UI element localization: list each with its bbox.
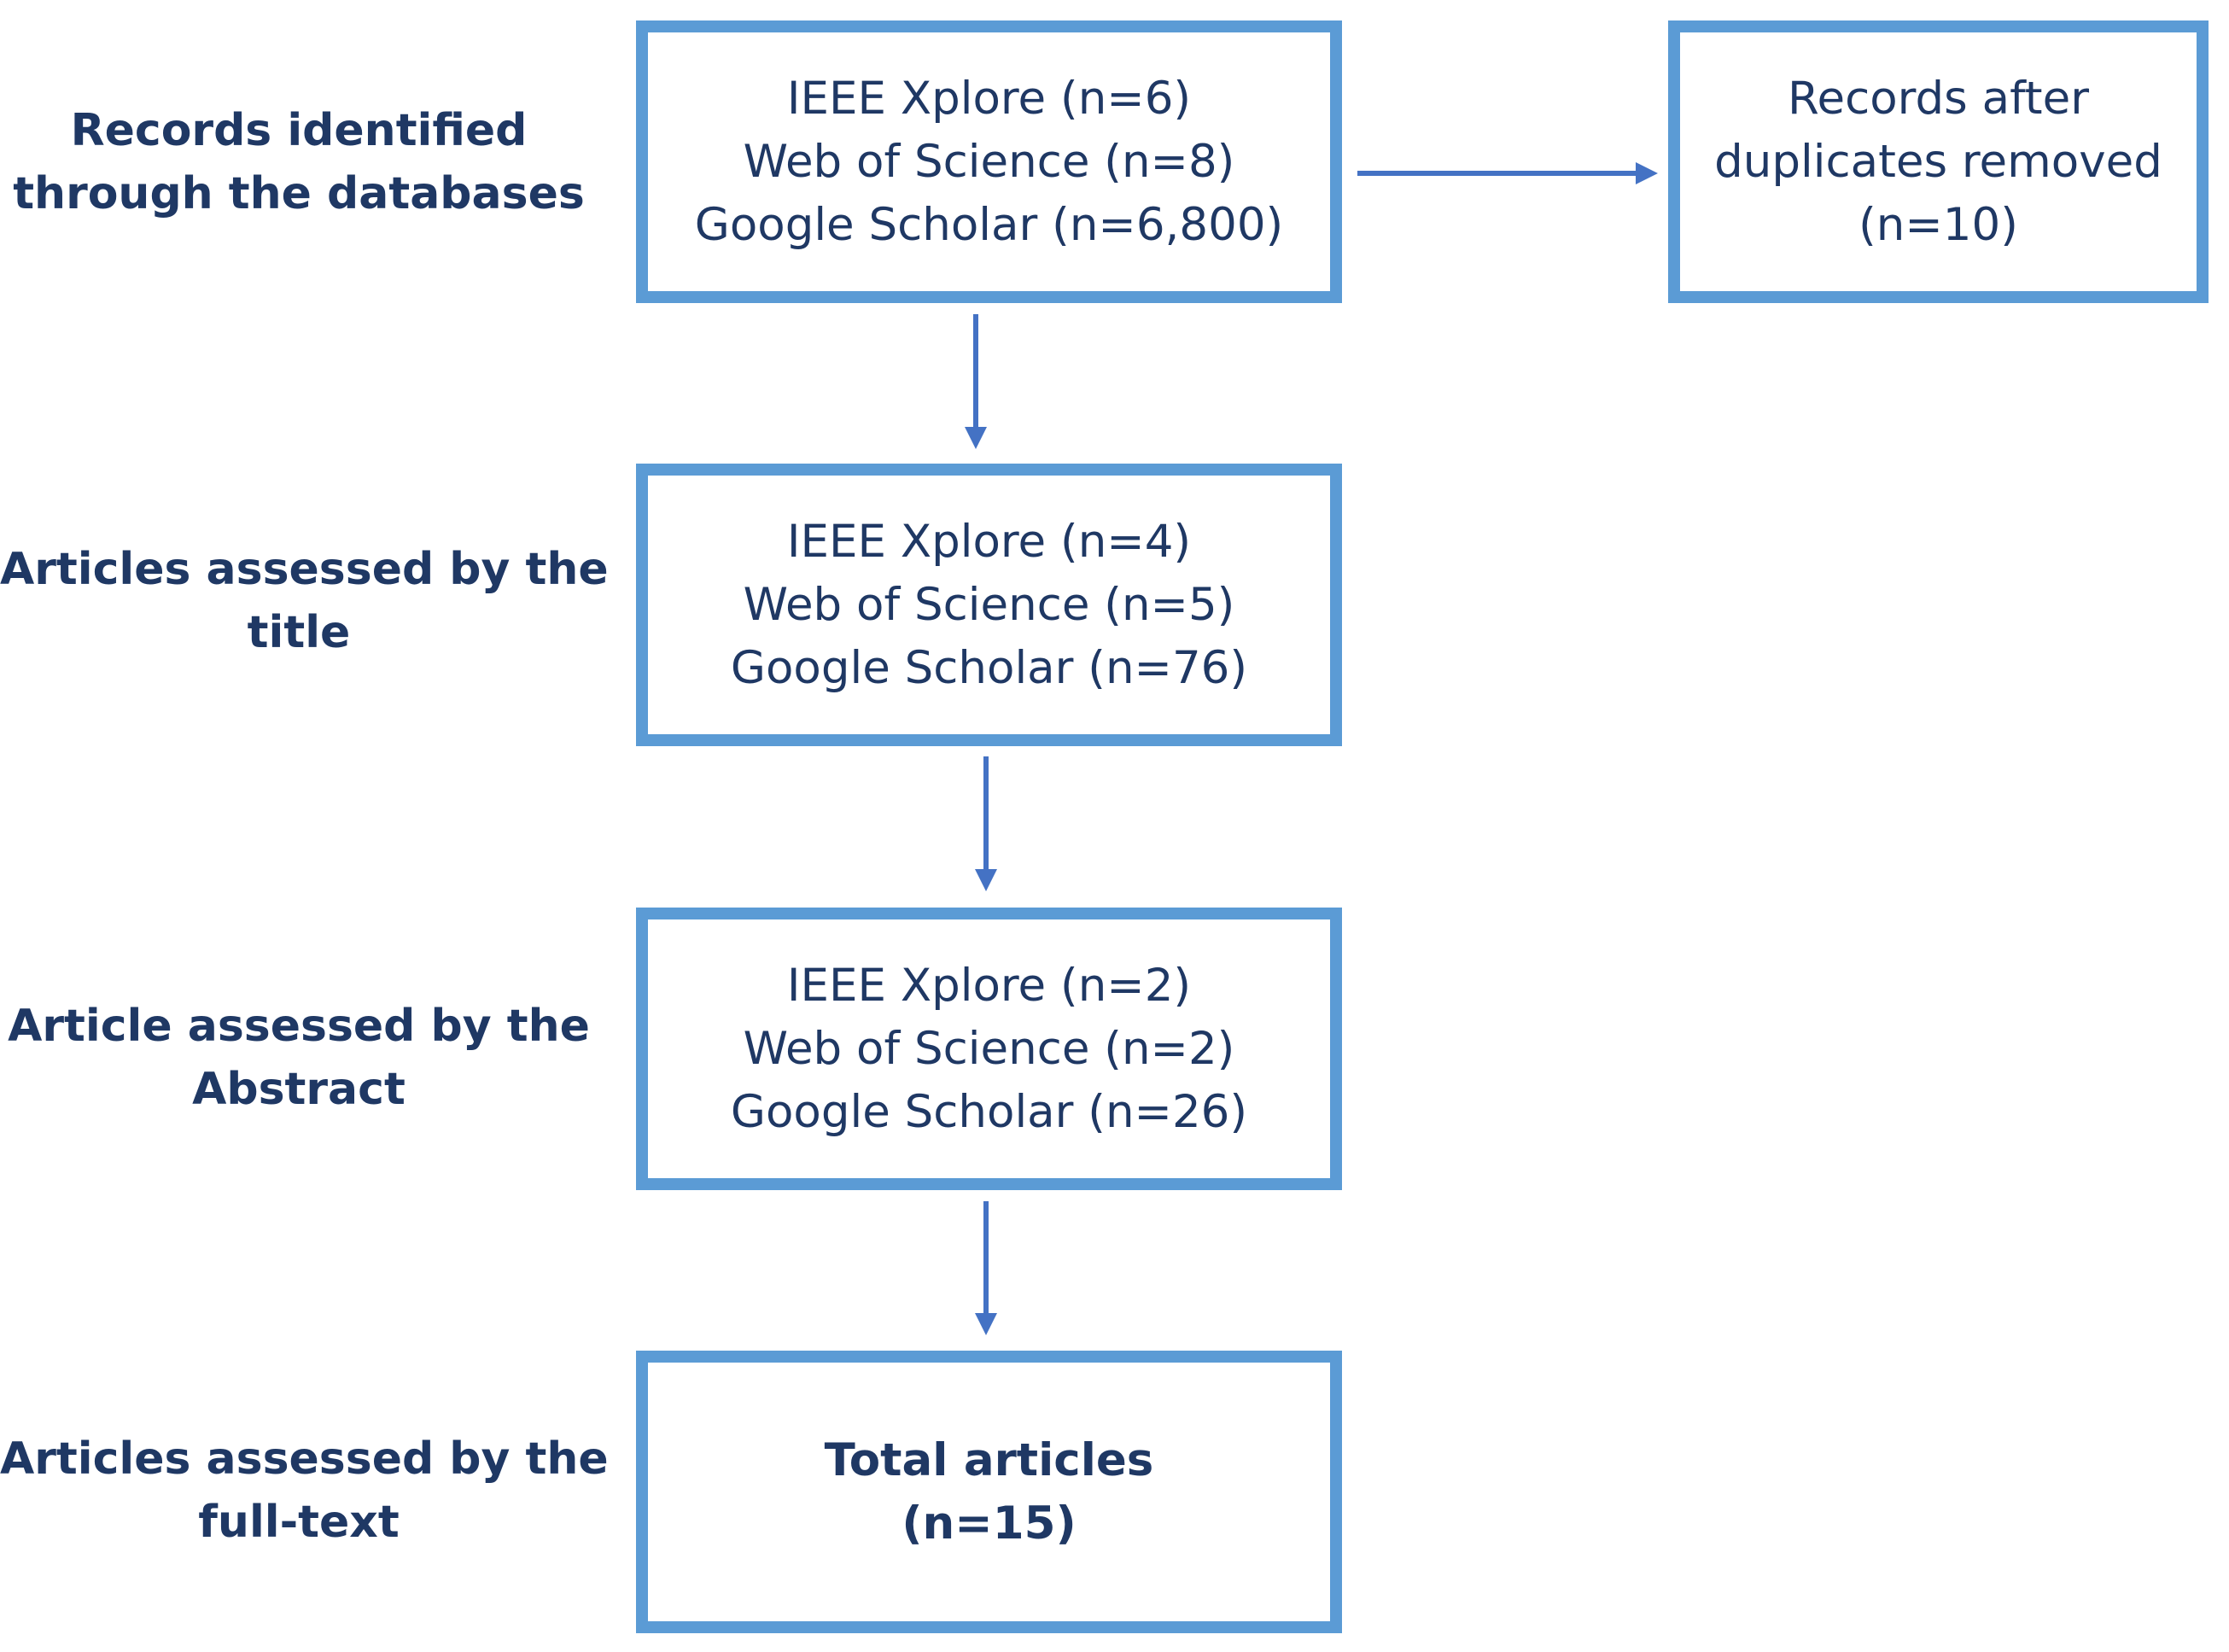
stage-label-line: full-text bbox=[198, 1497, 400, 1548]
arrow-down-2 bbox=[975, 756, 997, 891]
box-line: Total articles bbox=[824, 1433, 1154, 1486]
arrow-right bbox=[1357, 162, 1658, 184]
box-line: Web of Science (n=2) bbox=[743, 1022, 1235, 1075]
box-line: IEEE Xplore (n=2) bbox=[786, 959, 1192, 1012]
box-line: IEEE Xplore (n=4) bbox=[786, 515, 1192, 568]
box-total: Total articles (n=15) bbox=[636, 1351, 1342, 1633]
box-abstract: IEEE Xplore (n=2) Web of Science (n=2) G… bbox=[636, 908, 1342, 1190]
stage-label-line: through the databases bbox=[13, 168, 585, 219]
stage-label-abstract: Article assessed by the Abstract bbox=[0, 995, 598, 1121]
stage-label-line: Articles assessed by the bbox=[0, 1433, 609, 1485]
stage-label-line: Records identified bbox=[70, 105, 528, 156]
stage-label-fulltext: Articles assessed by the full-text bbox=[0, 1427, 609, 1554]
box-line: duplicates removed bbox=[1714, 135, 2162, 188]
box-line: Records after bbox=[1788, 72, 2089, 125]
box-line: Google Scholar (n=6,800) bbox=[694, 198, 1284, 251]
box-identified: IEEE Xplore (n=6) Web of Science (n=8) G… bbox=[636, 20, 1342, 303]
stage-label-line: Article assessed by the bbox=[8, 1001, 590, 1052]
box-line: Google Scholar (n=76) bbox=[730, 641, 1248, 694]
box-line: Web of Science (n=8) bbox=[743, 135, 1235, 188]
box-line: (n=10) bbox=[1858, 198, 2018, 251]
box-line: Google Scholar (n=26) bbox=[730, 1085, 1248, 1138]
stage-label-line: title bbox=[247, 607, 351, 658]
box-title: IEEE Xplore (n=4) Web of Science (n=5) G… bbox=[636, 464, 1342, 746]
box-duplicates: Records after duplicates removed (n=10) bbox=[1668, 20, 2209, 303]
box-line: Web of Science (n=5) bbox=[743, 578, 1235, 631]
stage-label-title: Articles assessed by the title bbox=[0, 538, 609, 664]
arrow-down-1 bbox=[965, 314, 987, 449]
stage-label-line: Articles assessed by the bbox=[0, 544, 609, 595]
stage-label-identified: Records identified through the databases bbox=[0, 99, 598, 225]
box-line: IEEE Xplore (n=6) bbox=[786, 72, 1192, 125]
box-line: (n=15) bbox=[902, 1497, 1077, 1550]
stage-label-line: Abstract bbox=[192, 1064, 406, 1115]
arrow-down-3 bbox=[975, 1201, 997, 1335]
